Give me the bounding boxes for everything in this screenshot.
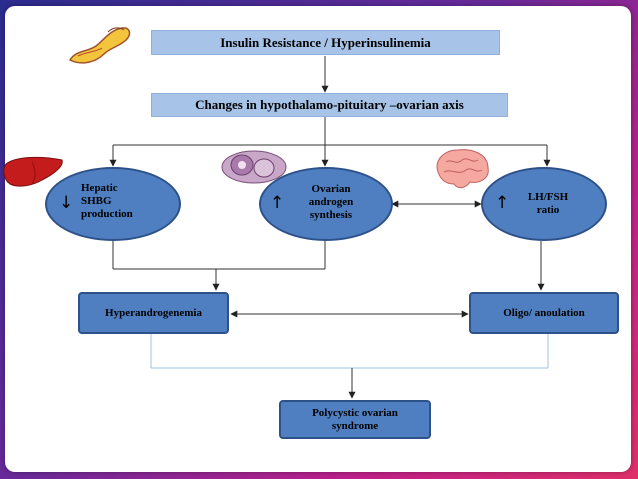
brain-icon [436,149,489,189]
pcos-label-line2: syndrome [331,419,379,432]
oligo-anoulation-box: Oligo/ anoulation [469,292,619,334]
oligo-anoulation-label: Oligo/ anoulation [503,306,585,319]
axis-changes-label: Changes in hypothalamo-pituitary –ovaria… [195,97,464,112]
liver-icon [3,156,63,187]
up-arrow-icon: ↑ [495,193,510,213]
insulin-resistance-label: Insulin Resistance / Hyperinsulinemia [220,34,431,50]
ovarian-androgen-node: ↑ Ovarian androgen synthesis [259,167,393,241]
hyperandrogenemia-label: Hyperandrogenemia [105,306,202,319]
hepatic-shbg-label: Hepatic SHBG production [81,182,133,220]
ovary-icon [221,150,287,184]
lh-fsh-ratio-label: LH/FSH ratio [527,191,569,216]
down-arrow-icon: ↓ [59,193,74,213]
hepatic-shbg-node: ↓ Hepatic SHBG production [45,167,181,241]
hyperandrogenemia-box: Hyperandrogenemia [78,292,229,334]
lh-fsh-ratio-node: ↑ LH/FSH ratio [481,167,607,241]
up-arrow-icon: ↑ [270,193,285,213]
insulin-resistance-box: Insulin Resistance / Hyperinsulinemia [151,30,500,55]
pancreas-icon [68,27,131,64]
axis-changes-box: Changes in hypothalamo-pituitary –ovaria… [151,93,508,117]
ovarian-androgen-label: Ovarian androgen synthesis [308,183,354,221]
pcos-label-line1: Polycystic ovarian [312,406,398,419]
pcos-box: Polycystic ovarian syndrome [279,400,431,439]
